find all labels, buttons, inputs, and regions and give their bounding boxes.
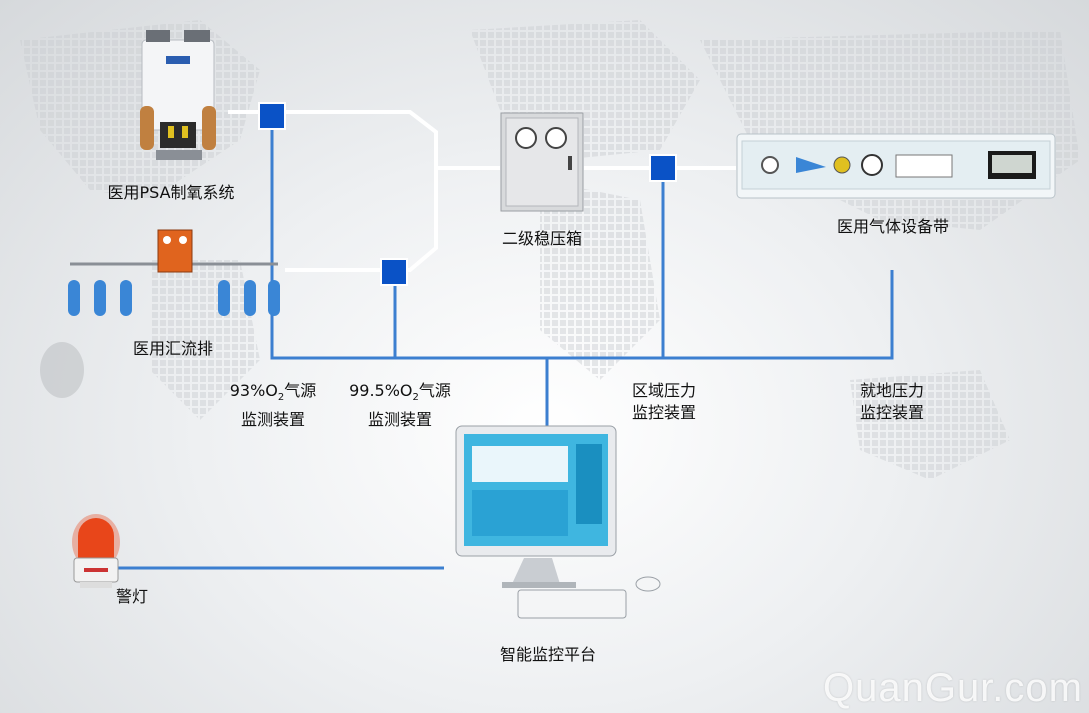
gas-manifold-icon <box>68 229 280 316</box>
monitor-node-93 <box>258 102 286 130</box>
local-pressure-monitor-label: 就地压力 监控装置 <box>859 381 924 422</box>
pressure-regulator-box-icon <box>500 112 584 212</box>
monitor-node-area <box>649 154 677 182</box>
psa-oxygen-system-label: 医用PSA制氧系统 <box>107 183 235 202</box>
alarm-light-label: 警灯 <box>115 587 148 606</box>
signal-wires <box>118 118 894 570</box>
bedhead-unit-icon <box>736 133 1056 199</box>
watermark: QuanGur.com <box>822 666 1083 710</box>
gas-pipes <box>228 110 736 272</box>
monitor-node-995 <box>380 258 408 286</box>
monitor-995-label: 99.5%O2气源 监测装置 <box>349 381 451 430</box>
area-pressure-monitor-label: 区域压力 监控装置 <box>631 381 696 422</box>
pressure-regulator-label: 二级稳压箱 <box>501 229 582 248</box>
gas-manifold-label: 医用汇流排 <box>132 339 213 358</box>
monitoring-computer-icon <box>455 425 661 619</box>
monitor-93-label: 93%O2气源 监测装置 <box>229 381 317 430</box>
bedhead-unit-label: 医用气体设备带 <box>836 217 949 236</box>
psa-oxygen-generator-icon <box>140 30 216 160</box>
monitoring-platform-label: 智能监控平台 <box>499 645 596 664</box>
alarm-light-icon <box>72 514 120 588</box>
